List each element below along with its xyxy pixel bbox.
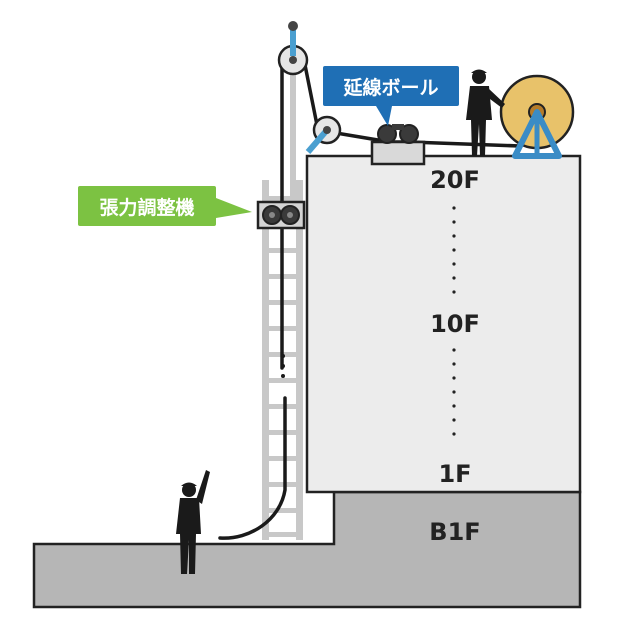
building — [305, 154, 582, 494]
cable-gap-dots — [281, 354, 285, 378]
callout-tension-label: 張力調整機 — [99, 196, 194, 219]
edge-pulley-icon — [305, 115, 342, 154]
floor-label-b1f: B1F — [429, 518, 480, 546]
floor-label-1f: 1F — [438, 460, 471, 488]
basement-ground — [32, 490, 582, 609]
callout-pulling-machine: 延線ボール — [323, 66, 459, 126]
pulling-machine-icon — [370, 124, 426, 166]
floor-label-10f: 10F — [430, 310, 480, 338]
callout-tension-machine: 張力調整機 — [78, 186, 252, 226]
person-icon — [466, 69, 505, 156]
cable-reel-icon — [499, 74, 575, 159]
floor-label-20f: 20F — [430, 166, 480, 194]
floor-dots-upper — [452, 206, 456, 294]
floor-dots-lower — [452, 348, 456, 436]
pulley-icon — [277, 21, 309, 76]
tension-machine-icon — [256, 200, 306, 230]
person-ground-icon — [176, 470, 210, 574]
callout-pulling-label: 延線ボール — [342, 76, 438, 99]
